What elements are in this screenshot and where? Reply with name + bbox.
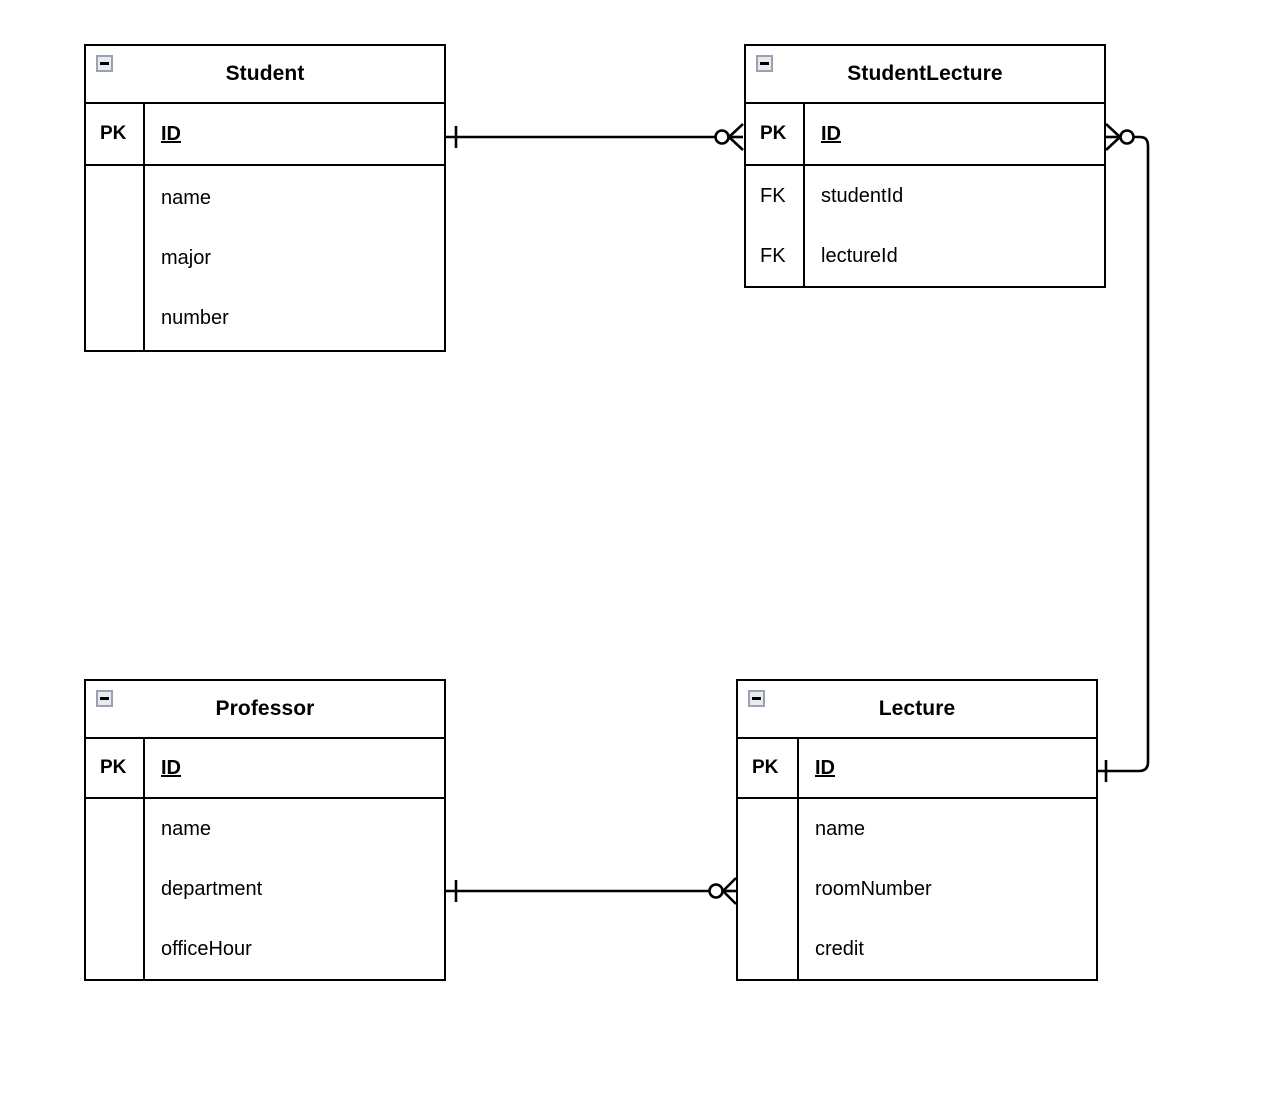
entity-lecture[interactable]: Lecture PK ID name roomNumber credit <box>736 679 1098 981</box>
entity-student[interactable]: Student PK ID name major number <box>84 44 446 352</box>
collapse-minus-icon[interactable] <box>96 55 113 72</box>
entity-attributes-section: FK FK studentId lectureId <box>746 166 1104 286</box>
attribute-label: credit <box>815 937 864 960</box>
attribute-label: roomNumber <box>815 877 932 900</box>
attribute-label: lectureId <box>821 244 898 267</box>
relationship-student-studentlecture[interactable] <box>446 123 744 151</box>
key-label <box>86 228 143 288</box>
entity-header-professor: Professor <box>86 681 444 739</box>
attribute-name-column: studentId lectureId <box>805 166 1104 286</box>
collapse-minus-icon[interactable] <box>748 690 765 707</box>
cardinality-many-marker <box>728 123 744 151</box>
key-label: PK <box>86 739 145 797</box>
entity-attributes-section: name roomNumber credit <box>738 799 1096 979</box>
key-label: PK <box>746 104 805 164</box>
attribute-label: ID <box>161 122 181 145</box>
cardinality-zero-marker <box>708 883 724 899</box>
attribute-key-column <box>86 166 145 350</box>
key-label <box>86 919 143 979</box>
entity-attributes-section: name major number <box>86 166 444 350</box>
attribute-label: number <box>161 306 229 329</box>
attribute-label: ID <box>815 756 835 779</box>
collapse-minus-icon[interactable] <box>756 55 773 72</box>
key-label <box>738 859 797 919</box>
cardinality-zero-marker <box>1119 129 1135 145</box>
entity-attributes-section: name department officeHour <box>86 799 444 979</box>
attribute-label: ID <box>821 122 841 145</box>
attribute-label: officeHour <box>161 937 252 960</box>
collapse-minus-icon[interactable] <box>96 690 113 707</box>
attribute-name-column: name roomNumber credit <box>799 799 1096 979</box>
key-label: FK <box>760 244 786 267</box>
entity-row-primary-key: PK ID <box>86 104 444 166</box>
attribute-label: name <box>161 817 212 840</box>
key-label <box>86 799 143 859</box>
attribute-name-column: name department officeHour <box>145 799 444 979</box>
key-label: PK <box>86 104 145 164</box>
relationship-professor-lecture[interactable] <box>446 877 737 905</box>
entity-title: Professor <box>215 697 315 720</box>
entity-header-lecture: Lecture <box>738 681 1096 739</box>
key-label <box>86 288 143 348</box>
entity-title: StudentLecture <box>847 62 1003 85</box>
entity-header-studentlecture: StudentLecture <box>746 46 1104 104</box>
attribute-key-column <box>86 799 145 979</box>
key-label <box>86 859 143 919</box>
entity-title: Lecture <box>878 697 956 720</box>
attribute-label: name <box>815 817 866 840</box>
key-label: FK <box>760 184 786 207</box>
attribute-name-column: name major number <box>145 166 444 350</box>
entity-row-primary-key: PK ID <box>746 104 1104 166</box>
entity-row-primary-key: PK ID <box>738 739 1096 799</box>
cardinality-many-marker <box>1105 123 1121 151</box>
attribute-label: studentId <box>821 184 904 207</box>
entity-title: Student <box>225 62 305 85</box>
attribute-label: name <box>161 186 212 209</box>
attribute-key-column <box>738 799 799 979</box>
entity-row-primary-key: PK ID <box>86 739 444 799</box>
cardinality-zero-marker <box>714 129 730 145</box>
attribute-label: major <box>161 246 212 269</box>
key-label <box>738 919 797 979</box>
key-label <box>86 168 143 228</box>
attribute-label: ID <box>161 756 181 779</box>
attribute-key-column: FK FK <box>746 166 805 286</box>
entity-studentlecture[interactable]: StudentLecture PK ID FK FK studentId lec… <box>744 44 1106 288</box>
attribute-label: department <box>161 877 263 900</box>
cardinality-many-marker <box>722 877 737 905</box>
key-label <box>738 799 797 859</box>
key-label: PK <box>738 739 799 797</box>
entity-professor[interactable]: Professor PK ID name department officeHo… <box>84 679 446 981</box>
entity-header-student: Student <box>86 46 444 104</box>
